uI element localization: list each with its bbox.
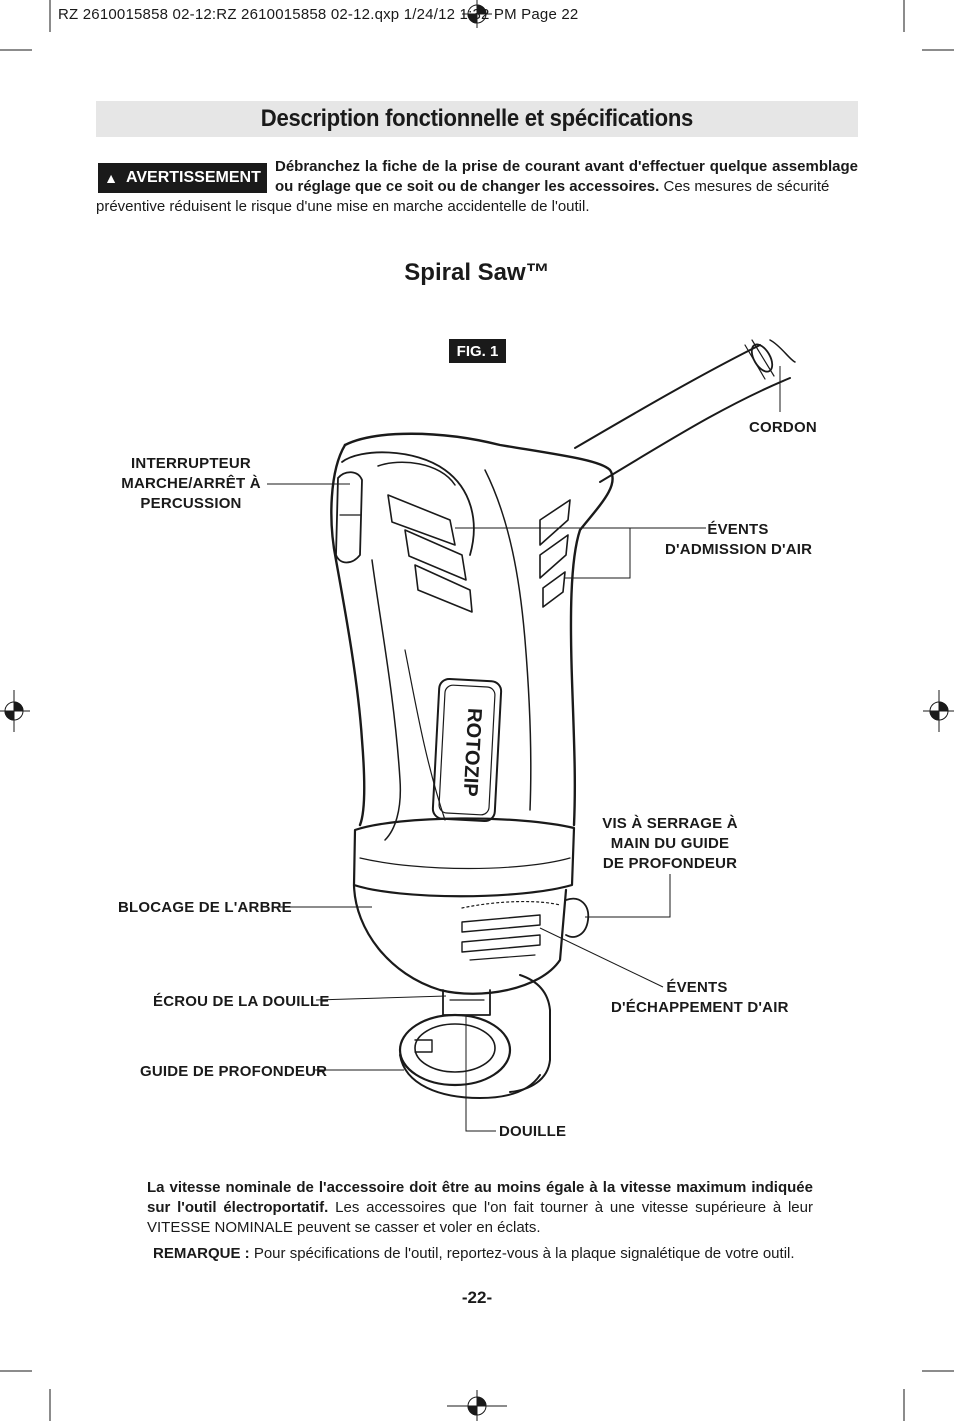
warning-text-part1: Ces mesures de sécurité	[659, 178, 830, 195]
callout-collet-nut: ÉCROU DE LA DOUILLE	[153, 993, 330, 1010]
callout-depth-guide: GUIDE DE PROFONDEUR	[140, 1063, 328, 1080]
warning-badge-label: AVERTISSEMENT	[126, 169, 261, 186]
product-title: Spiral Saw™	[404, 259, 550, 286]
warning-text-continued: préventive réduisent le risque d'une mis…	[96, 198, 590, 215]
callout-switch: INTERRUPTEUR MARCHE/ARRÊT À PERCUSSION	[118, 454, 264, 514]
callout-depth-screw: VIS À SERRAGE À MAIN DU GUIDE DE PROFOND…	[600, 814, 740, 874]
rotozip-logo-text: ROTOZIP	[459, 708, 486, 798]
callout-exhaust-line2: D'ÉCHAPPEMENT D'AIR	[611, 999, 789, 1016]
figure-label: FIG. 1	[449, 339, 506, 363]
warning-text: Débranchez la fiche de la prise de coura…	[275, 157, 858, 197]
callout-exhaust: ÉVENTS D'ÉCHAPPEMENT D'AIR	[611, 978, 789, 1018]
nose-drawing	[352, 817, 590, 995]
callout-switch-line3: PERCUSSION	[140, 495, 242, 512]
rated-speed-bold: La vitesse nominale de l'accessoire doit…	[147, 1179, 813, 1216]
callout-shaft-lock: BLOCAGE DE L'ARBRE	[118, 899, 292, 916]
remark-note: REMARQUE : Pour spécifications de l'outi…	[153, 1244, 819, 1264]
warning-triangle-icon: ▲	[104, 170, 119, 186]
callout-depth-screw-line1: VIS À SERRAGE À	[602, 815, 738, 832]
registration-mark-right	[923, 690, 954, 732]
registration-mark-bottom	[447, 1390, 507, 1421]
callout-air-intake-line1: ÉVENTS	[707, 521, 769, 538]
rated-speed-note: La vitesse nominale de l'accessoire doit…	[147, 1178, 813, 1238]
callout-air-intake: ÉVENTS D'ADMISSION D'AIR	[665, 520, 813, 560]
callout-collet: DOUILLE	[499, 1123, 567, 1140]
callout-switch-line2: MARCHE/ARRÊT À	[121, 475, 261, 492]
warning-bold-text: Débranchez la fiche de la prise de coura…	[275, 158, 858, 195]
registration-mark-top	[462, 0, 492, 28]
depth-guide-drawing	[398, 974, 551, 1099]
callout-switch-line1: INTERRUPTEUR	[131, 455, 251, 472]
cord-drawing	[574, 339, 796, 483]
callout-cord: CORDON	[749, 419, 817, 436]
callout-exhaust-line1: ÉVENTS	[666, 979, 728, 996]
section-title: Description fonctionnelle et spécificati…	[260, 105, 694, 132]
callout-leaders	[267, 366, 781, 1132]
section-title-band: Description fonctionnelle et spécificati…	[96, 101, 858, 137]
rated-speed-text: Les accessoires que l'on fait tourner à …	[147, 1199, 813, 1236]
callout-air-intake-line2: D'ADMISSION D'AIR	[665, 541, 813, 558]
remark-text: Pour spécifications de l'outil, reportez…	[249, 1245, 795, 1262]
motor-housing-drawing	[330, 432, 614, 841]
registration-mark-left	[0, 690, 30, 732]
page-number: -22-	[461, 1288, 493, 1307]
warning-badge: ▲ AVERTISSEMENT	[98, 163, 267, 193]
remark-label: REMARQUE :	[153, 1245, 250, 1262]
callout-depth-screw-line3: DE PROFONDEUR	[602, 855, 738, 872]
callout-depth-screw-line2: MAIN DU GUIDE	[610, 835, 730, 852]
print-slug-header: RZ 2610015858 02-12:RZ 2610015858 02-12.…	[58, 6, 579, 23]
